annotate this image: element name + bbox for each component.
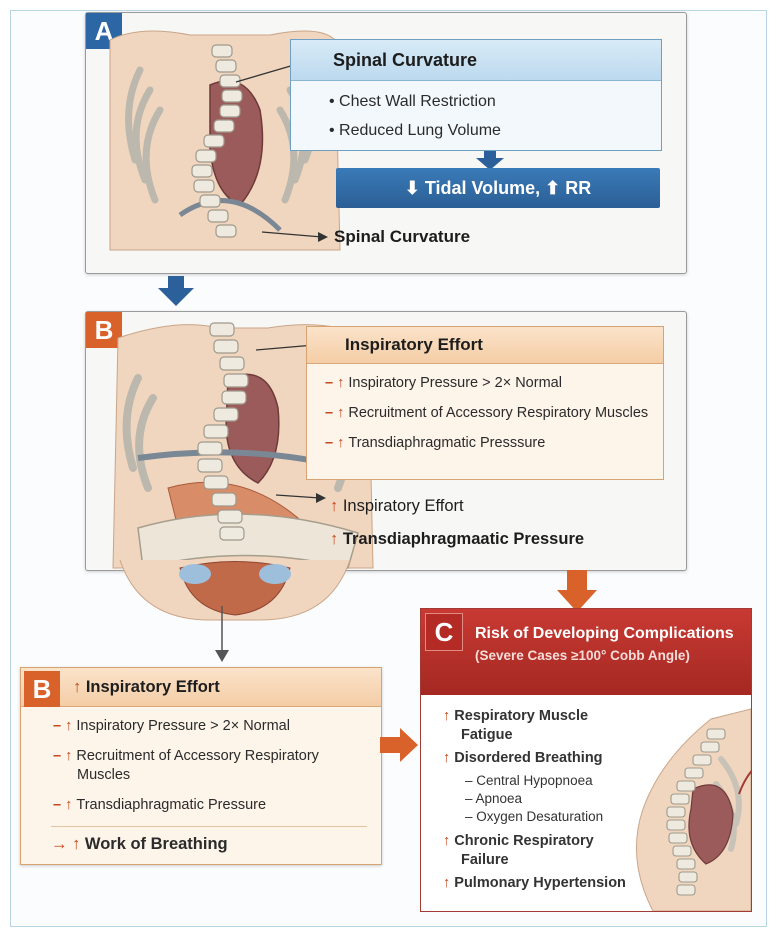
complication-item: ↑ Respiratory Muscle Fatigue: [443, 707, 643, 745]
complication-sub-item: – Apnoea: [465, 790, 643, 808]
disordered-breathing: Disordered Breathing: [454, 750, 602, 766]
up-arrow-icon: ↑: [443, 875, 454, 891]
complication-item: ↑ Chronic Respiratory Failure: [443, 832, 643, 870]
apnoea: Apnoea: [476, 791, 523, 806]
chronic-respiratory-failure: Chronic Respiratory Failure: [454, 833, 593, 868]
up-arrow-icon: ↑: [443, 708, 454, 724]
complications-list: ↑ Respiratory Muscle Fatigue ↑ Disordere…: [443, 707, 643, 897]
complication-sub-item: – Central Hypopnoea: [465, 772, 643, 790]
up-arrow-icon: ↑: [443, 833, 454, 849]
complication-sub-item: – Oxygen Desaturation: [465, 808, 643, 826]
oxygen-desaturation: Oxygen Desaturation: [476, 809, 603, 824]
pulmonary-hypertension: Pulmonary Hypertension: [454, 875, 626, 891]
complication-item: ↑ Pulmonary Hypertension: [443, 874, 643, 893]
central-hypopnoea: Central Hypopnoea: [476, 773, 592, 788]
respiratory-muscle-fatigue: Respiratory Muscle Fatigue: [454, 708, 588, 743]
panel-c: C Risk of Developing Complications (Seve…: [420, 608, 752, 912]
complication-item: ↑ Disordered Breathing: [443, 749, 643, 768]
up-arrow-icon: ↑: [443, 750, 454, 766]
